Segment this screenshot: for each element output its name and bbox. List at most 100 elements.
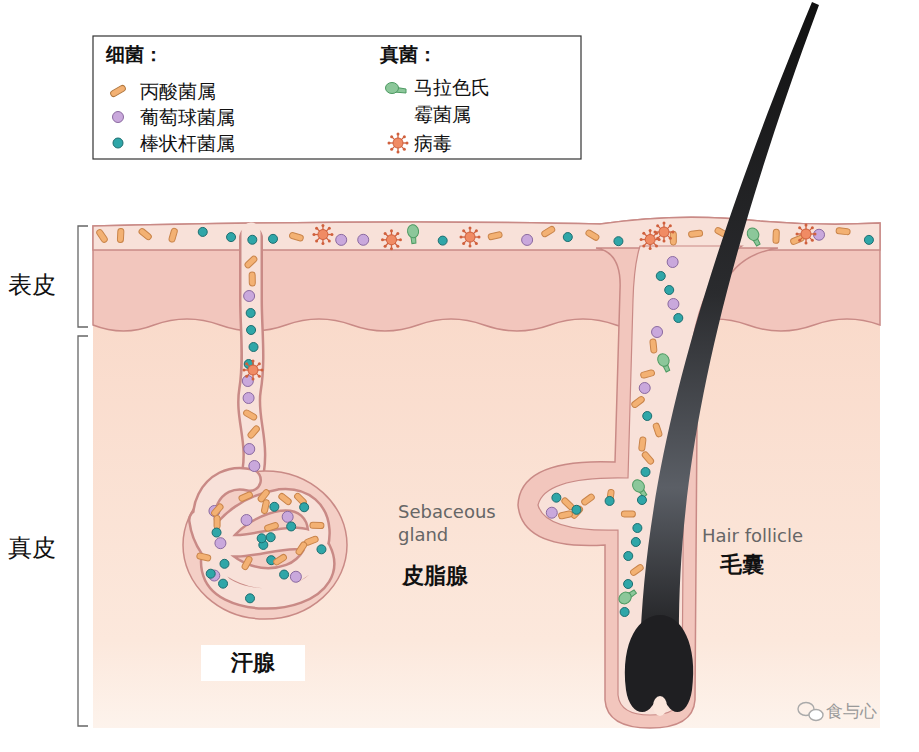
watermark-icon [798,703,823,721]
corynebacterium [563,233,572,242]
legend-text: 棒状杆菌属 [140,130,235,157]
corynebacterium [247,326,256,335]
staphylococcus [639,383,650,394]
malassezia [407,224,421,244]
propionibacterium [117,228,124,242]
propionibacterium [138,227,153,240]
corynebacterium [227,233,236,242]
malassezia [617,586,638,606]
epidermis [93,217,880,331]
propionibacterium [688,230,703,238]
legend-text: 马拉色氏 霉菌属 [414,74,504,127]
legend-swatch [105,104,131,130]
corynebacterium [665,286,674,295]
staphylococcus [243,393,254,404]
corynebacterium [198,227,207,236]
staphylococcus [358,234,369,245]
staphylococcus [290,571,301,582]
corynebacterium [674,314,683,323]
staphylococcus [668,299,679,310]
virus [243,360,264,381]
legend-heading: 真菌： [380,42,437,67]
legend-text: 葡萄球菌属 [140,104,235,131]
corynebacterium [624,552,633,561]
staphylococcus [244,291,255,302]
staphylococcus [336,234,347,245]
corynebacterium [280,570,289,579]
epidermis-bracket [78,226,88,327]
corynebacterium [614,237,623,246]
corynebacterium [212,528,221,537]
legend-swatch [383,75,409,101]
corynebacterium [864,235,873,244]
staphylococcus [652,327,663,338]
legend-text: 病毒 [414,130,452,157]
part-name: 皮脂腺 [402,562,468,591]
legend-swatch [105,78,131,104]
watermark: 食与心 [826,700,877,722]
propionibacterium [488,231,503,240]
legend-heading: 细菌： [106,42,163,67]
staphylococcus [522,234,533,245]
propionibacterium [621,511,635,517]
staphylococcus [546,507,557,518]
corynebacterium [637,496,646,505]
layer-label: 表皮 [8,270,56,301]
propionibacterium [244,255,258,269]
corynebacterium [270,502,279,511]
corynebacterium [246,594,255,603]
corynebacterium [246,309,255,318]
propionibacterium [210,503,224,517]
corynebacterium [257,534,266,543]
hair-shaft [640,2,819,650]
legend-text: 丙酸菌属 [140,78,216,105]
virus [796,224,817,245]
virus [312,224,333,245]
propionibacterium [585,229,600,241]
dermis [93,290,880,728]
propionibacterium [652,422,662,437]
propionibacterium [214,515,220,529]
propionibacterium [629,564,644,577]
malassezia [656,352,674,373]
propionibacterium [641,451,655,466]
corynebacterium [633,524,642,533]
virus [460,227,481,248]
propionibacterium [249,272,255,286]
propionibacterium [558,510,573,519]
corynebacterium [220,559,229,568]
corynebacterium [219,579,228,588]
corynebacterium [300,503,309,512]
corynebacterium [620,608,629,617]
node-text: 汗腺 [231,648,275,678]
corynebacterium [656,272,665,281]
propionibacterium [196,552,211,561]
propionibacterium [836,228,851,235]
staphylococcus [249,461,260,472]
malassezia [745,226,764,248]
staphylococcus [244,444,255,455]
propionibacterium [640,369,655,378]
virus [654,222,675,243]
propionibacterium [773,229,779,243]
propionibacterium [289,232,304,242]
propionibacterium [541,225,556,237]
corynebacterium [643,412,652,421]
corynebacterium [641,468,650,477]
label-box: 汗腺 [201,645,305,681]
propionibacterium [295,541,308,556]
propionibacterium [168,228,178,243]
propionibacterium [278,492,293,505]
propionibacterium [310,522,324,528]
corynebacterium [552,493,561,502]
corynebacterium [438,236,447,245]
propionibacterium [273,553,288,566]
corynebacterium [266,533,275,542]
sweat-gland-coil-lumen [200,479,324,598]
part-name: 毛囊 [720,551,764,580]
corynebacterium [572,505,581,514]
staphylococcus [667,257,678,268]
part-name-en: Sebaceous gland [398,500,510,547]
part-name-en: Hair follicle [702,524,803,547]
corynebacterium [317,545,326,554]
